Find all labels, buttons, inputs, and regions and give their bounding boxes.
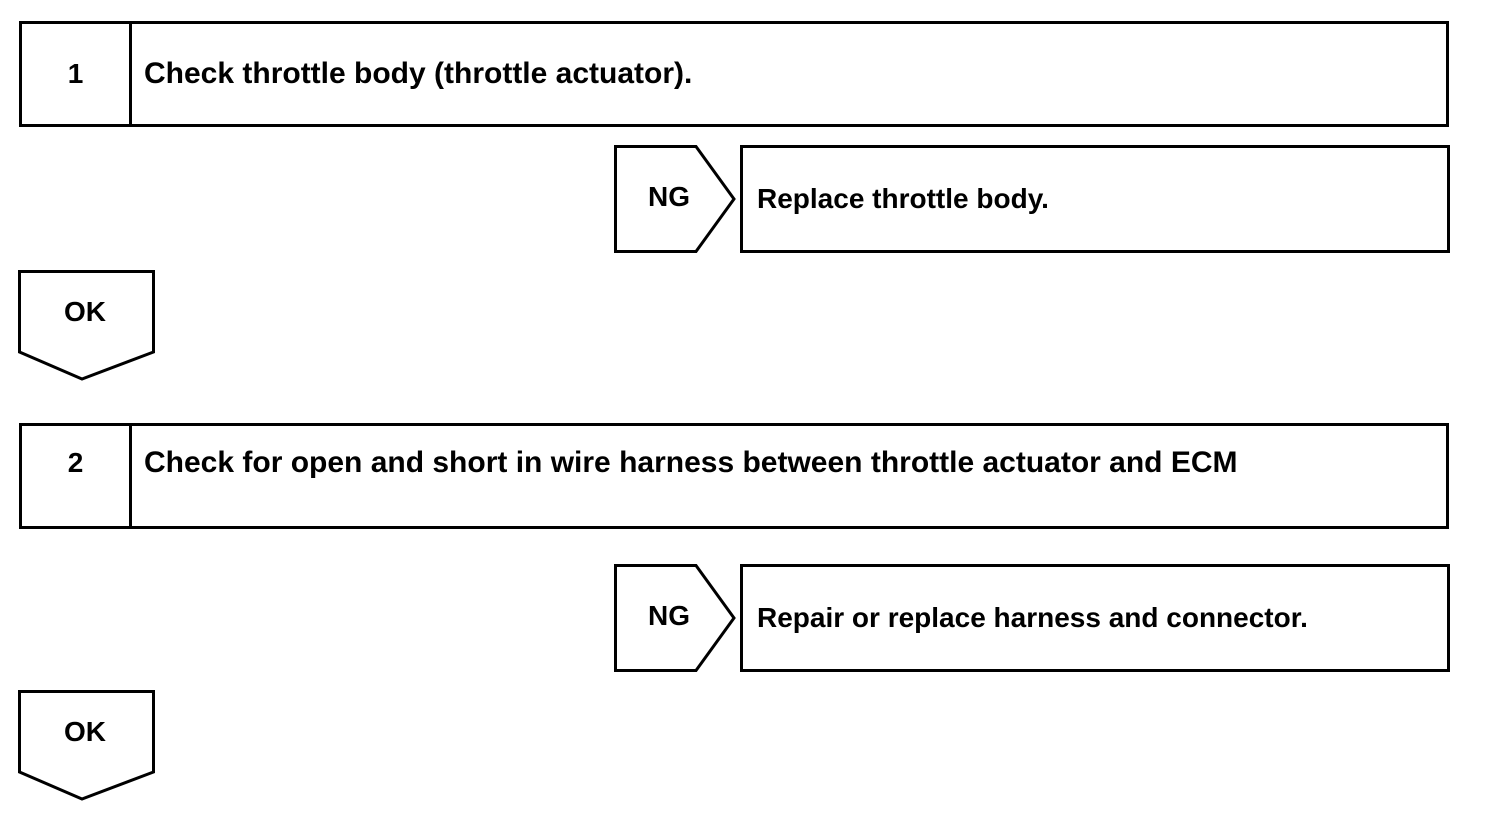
step-2-ng-action: Repair or replace harness and connector.	[740, 564, 1450, 672]
step-2-number: 2	[22, 426, 132, 526]
step-2-box: 2 Check for open and short in wire harne…	[19, 423, 1449, 529]
step-2-ok-arrow: OK	[18, 690, 156, 802]
step-2-text: Check for open and short in wire harness…	[144, 446, 1238, 479]
step-1-ng-label: NG	[648, 181, 690, 212]
ok-arrow-shape-1	[18, 270, 155, 381]
step-1-ng-arrow: NG	[614, 145, 736, 253]
step-1-box: 1 Check throttle body (throttle actuator…	[19, 21, 1449, 127]
step-2-ng-label: NG	[648, 600, 690, 631]
step-2-ng-arrow: NG	[614, 564, 736, 672]
step-1-ok-arrow: OK	[18, 270, 156, 382]
step-2-ok-label: OK	[64, 716, 106, 747]
ok-arrow-shape-2	[18, 690, 155, 801]
ng-arrow-shape-2	[614, 564, 736, 672]
step-1-number: 1	[22, 24, 132, 124]
step-1-ng-action: Replace throttle body.	[740, 145, 1450, 253]
step-1-text: Check throttle body (throttle actuator).	[144, 57, 693, 90]
ng-arrow-shape-1	[614, 145, 736, 253]
step-1-ok-label: OK	[64, 296, 106, 327]
